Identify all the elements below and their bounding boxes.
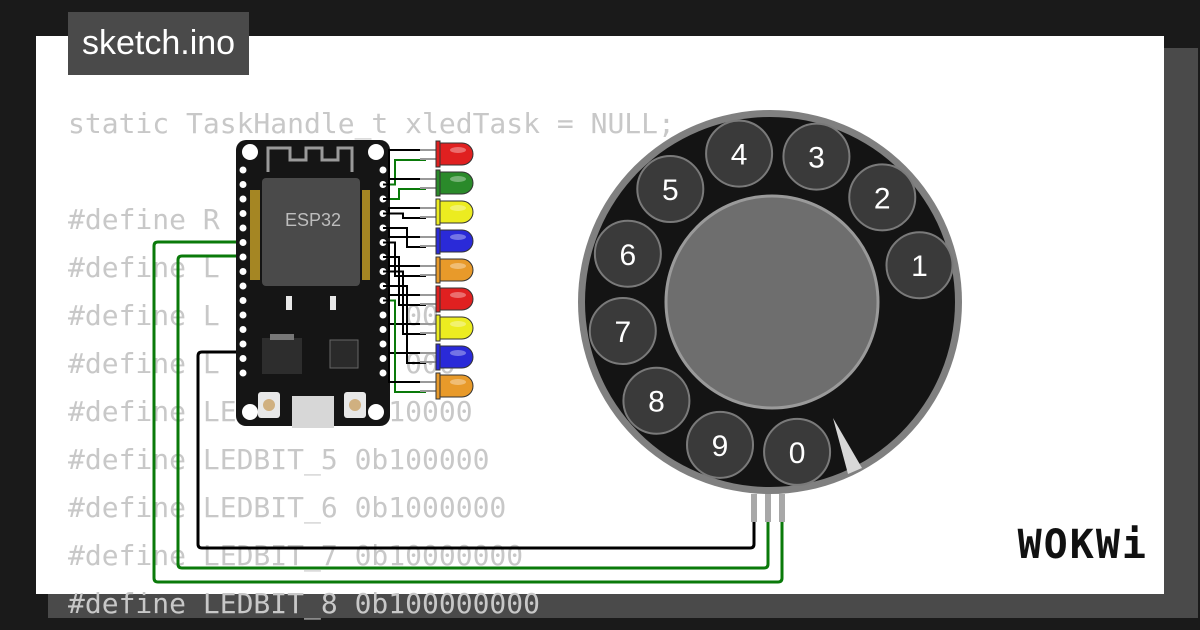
led-wires (383, 149, 426, 393)
led-wire (383, 241, 426, 267)
wire-green-dial-2 (152, 240, 784, 584)
dial-digit: 8 (648, 386, 665, 419)
board-pin (239, 224, 247, 232)
dial-hole-9[interactable]: 9 (686, 410, 755, 479)
board-pin (239, 166, 247, 174)
esp32-label: ESP32 (285, 210, 341, 230)
board-pin (239, 239, 247, 246)
code-line: #define L (68, 251, 220, 284)
led-orange[interactable] (420, 256, 474, 284)
wire-black-dial (196, 350, 756, 550)
dial-digit: 2 (874, 182, 891, 215)
led-red[interactable] (420, 285, 474, 313)
board-pin (239, 297, 247, 304)
code-line: #define LEDBIT_5 0b100000 (68, 443, 490, 476)
code-line: #define LEDBIT_6 0b1000000 (68, 491, 507, 524)
led-wire (383, 207, 426, 215)
dial-center-plate (664, 194, 880, 410)
dial-hole-0[interactable]: 0 (763, 417, 832, 486)
led-yellow[interactable] (420, 314, 474, 342)
dial-digit: 0 (789, 437, 806, 470)
code-line: static TaskHandle_t xledTask = NULL; (68, 107, 675, 140)
board-pin (239, 355, 247, 362)
file-title-tab[interactable]: sketch.ino (68, 12, 250, 75)
led-wire (383, 299, 426, 383)
code-line: #define L 000 (68, 347, 456, 380)
board-pin (239, 326, 247, 333)
led-wire (383, 270, 426, 335)
led-wire (383, 256, 426, 306)
wokwi-logo: WOKWi (1017, 522, 1148, 568)
dial-hole-8[interactable]: 8 (622, 366, 691, 435)
esp32-module (262, 178, 360, 286)
code-line: #define R (68, 203, 220, 236)
dial-hole-7[interactable]: 7 (588, 297, 657, 366)
wire-group (152, 240, 784, 584)
left-pin-header (239, 166, 247, 377)
led-wire (383, 212, 426, 219)
board-pin (239, 210, 247, 217)
dial-digit: 1 (911, 250, 928, 283)
led-wire (383, 149, 426, 186)
dial-digit: 9 (712, 430, 729, 463)
usb-port[interactable] (292, 396, 334, 428)
esp32-board[interactable]: ESP32 (236, 140, 390, 428)
dial-digit: 3 (808, 142, 825, 175)
dial-holes: 1 2 3 4 56 7 8 9 0 (588, 119, 954, 486)
board-pin (379, 166, 387, 174)
wifi-antenna (266, 146, 354, 172)
board-pin (239, 282, 247, 290)
usb-chip (329, 339, 359, 369)
dial-digit: 5 (662, 174, 679, 207)
dial-hole-2[interactable]: 2 (848, 163, 917, 232)
dial-digit: 7 (614, 316, 631, 349)
code-line: #define L 00 (68, 299, 439, 332)
dial-digit: 4 (731, 139, 748, 172)
dial-hole-5[interactable]: 5 (636, 155, 705, 224)
led-wire (383, 188, 426, 200)
led-red[interactable] (420, 140, 474, 168)
led-wire (383, 178, 426, 200)
reset-button[interactable] (263, 399, 275, 411)
led-blue[interactable] (420, 227, 474, 255)
dial-hole-3[interactable]: 3 (782, 122, 851, 191)
dial-hole-6[interactable]: 6 (593, 219, 662, 288)
wire-green-dial-1 (176, 254, 770, 570)
board-pin (239, 253, 247, 261)
dial-hole-4[interactable]: 4 (705, 119, 774, 188)
finger-stop[interactable] (833, 418, 862, 474)
led-yellow[interactable] (420, 198, 474, 226)
led-green[interactable] (420, 169, 474, 197)
board-pin (239, 311, 247, 319)
rotary-dial[interactable]: 1 2 3 4 56 7 8 9 0 (578, 110, 962, 522)
dial-hole-1[interactable]: 1 (885, 231, 954, 300)
board-pin (379, 311, 387, 319)
board-pin (239, 181, 247, 188)
board-pin (239, 195, 247, 203)
dial-digit: 6 (620, 239, 637, 272)
board-pin (239, 369, 247, 377)
boot-button[interactable] (349, 399, 361, 411)
voltage-regulator (262, 338, 302, 374)
board-pin (379, 355, 387, 362)
board-pin (379, 326, 387, 333)
led-wire (383, 227, 426, 238)
board-pin (379, 340, 387, 348)
board-pin (239, 340, 247, 348)
led-column (420, 140, 474, 400)
board-pin (379, 369, 387, 377)
code-background: static TaskHandle_t xledTask = NULL; #def… (68, 100, 675, 628)
code-line: #define LEDBIT_8 0b100000000 (68, 587, 541, 620)
board-pin (239, 268, 247, 275)
led-blue[interactable] (420, 343, 474, 371)
led-wire (383, 285, 426, 364)
led-orange[interactable] (420, 372, 474, 400)
